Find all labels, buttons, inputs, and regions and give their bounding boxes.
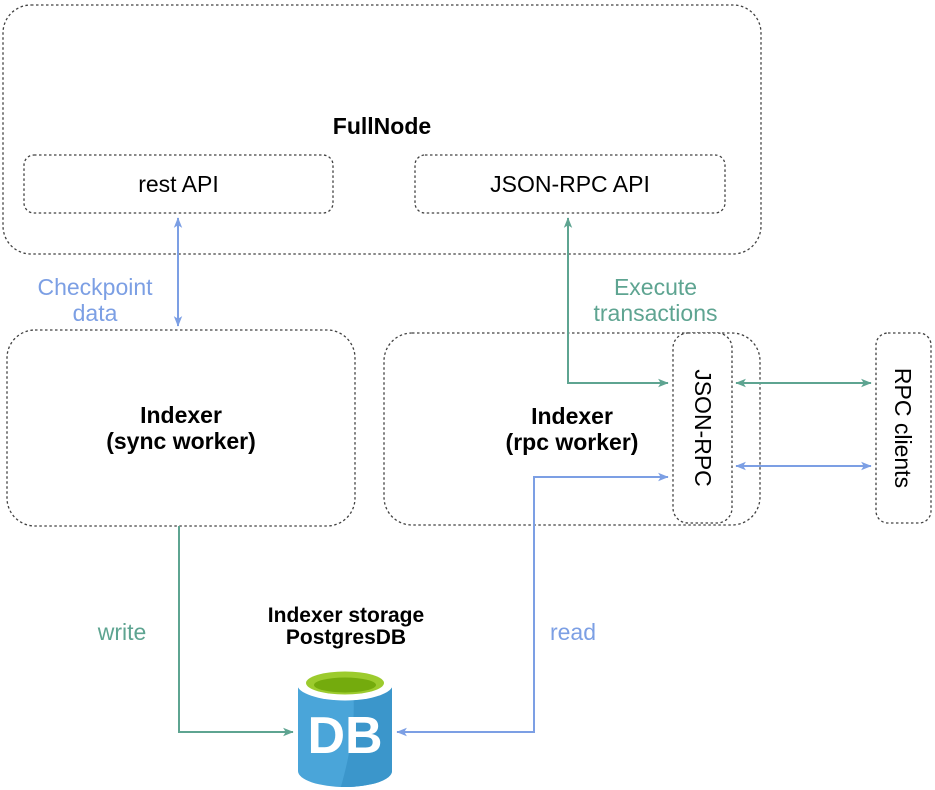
db-icon-label: DB	[307, 707, 383, 765]
indexer-sync-worker-label: Indexer (sync worker)	[7, 330, 355, 526]
jsonrpc-api-box	[414, 154, 726, 214]
write-label: write	[97, 618, 147, 645]
jsonrpc-module-label: JSON-RPC	[689, 369, 716, 487]
jsonrpc-api-label: JSON-RPC API	[490, 171, 650, 197]
db-top-green-inner	[314, 677, 376, 693]
indexer-rpc-worker-label: Indexer (rpc worker)	[384, 333, 760, 525]
indexer-rpc-title: Indexer	[531, 403, 613, 429]
rpc-clients-label: RPC clients	[890, 367, 917, 489]
rest-api-label: rest API	[138, 171, 219, 197]
db-body-shade	[340, 684, 392, 787]
indexer-rpc-subtitle: (rpc worker)	[505, 429, 639, 455]
rest-api-box	[23, 154, 334, 214]
fullnode-title: FullNode	[332, 113, 432, 139]
indexer-sync-title: Indexer	[140, 402, 222, 428]
indexer-sync-subtitle: (sync worker)	[106, 428, 256, 454]
indexer-storage-label: Indexer storage PostgresDB	[267, 604, 425, 649]
read-label: read	[549, 618, 597, 645]
read-arrow	[396, 472, 669, 737]
jsonrpc-module-box	[672, 332, 733, 524]
checkpoint-data-label: Checkpoint data	[37, 274, 153, 326]
rpc-clients-box	[875, 332, 932, 524]
indexer-sync-worker-box	[6, 329, 356, 527]
execute-transactions-arrow	[563, 217, 669, 388]
execute-transactions-label: Execute transactions	[593, 274, 718, 326]
write-arrow	[178, 526, 294, 737]
db-cylinder-icon	[297, 667, 393, 787]
